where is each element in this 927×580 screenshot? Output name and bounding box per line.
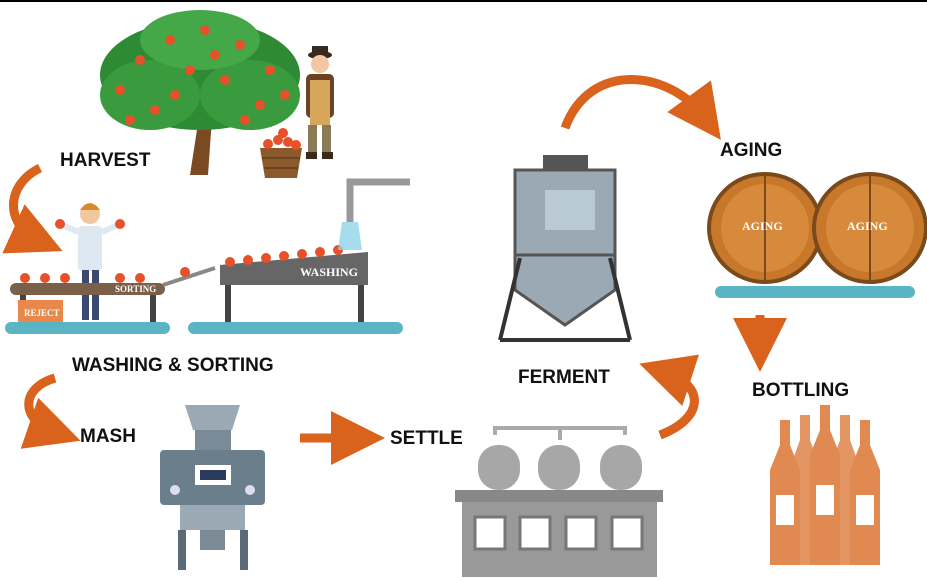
mash-grinder-icon [160,405,265,570]
settle-to-ferment-arrow [639,354,700,440]
label-bottling: BOTTLING [752,380,850,401]
label-mash: MASH [80,426,136,447]
ferment-tank-icon [498,155,632,342]
top-border [0,0,927,2]
floor-washing-right [188,322,403,334]
washing-text: WASHING [300,265,358,279]
aging-barrels-icon: AGING AGING [707,172,927,298]
floor-washing [5,322,170,334]
sorting-worker-icon [55,203,125,320]
bottles-icon [770,405,880,565]
washing-to-mash-arrow [20,373,81,449]
label-washing-sorting: WASHING & SORTING [72,355,274,376]
label-aging: AGING [720,140,783,161]
apple-tree-icon [100,10,300,175]
label-harvest: HARVEST [60,150,151,171]
harvest-to-washing-arrow [2,163,63,254]
reject-text: REJECT [24,308,60,318]
reject-box: REJECT [18,300,63,325]
washing-machine: WASHING [162,178,410,323]
label-settle: SETTLE [390,428,463,449]
barrel-left-text: AGING [742,219,783,233]
apple-basket-icon [260,128,302,178]
sorting-text: SORTING [115,284,156,294]
ferment-to-aging-arrow [560,75,721,140]
farmer-icon [306,46,334,159]
label-ferment: FERMENT [518,367,610,388]
settle-tanks-icon [455,426,663,577]
barrel-right-text: AGING [847,219,888,233]
